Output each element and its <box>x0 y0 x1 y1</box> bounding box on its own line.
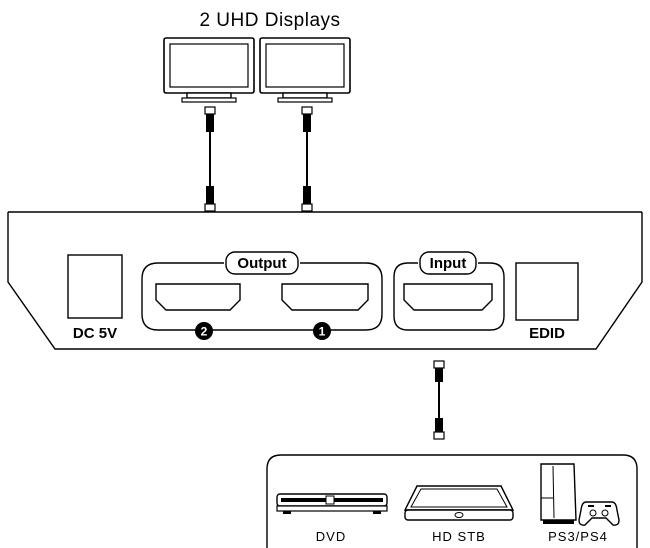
source-devices-panel <box>266 454 638 548</box>
hdmi-output-port-1 <box>281 283 369 311</box>
hdmi-output-port-2 <box>155 283 241 311</box>
set-top-box-icon <box>403 485 515 521</box>
hdmi-cable-output-2-icon <box>204 106 216 212</box>
hdmi-input-port <box>403 283 493 311</box>
dvd-label: DVD <box>316 529 346 544</box>
port-badge-1-number: 1 <box>319 325 326 339</box>
gamepad-icon <box>578 501 620 526</box>
dc-power-jack <box>67 254 123 319</box>
game-console-icon <box>540 463 577 524</box>
splitter-device <box>7 211 643 350</box>
output-label: Output <box>237 255 286 272</box>
port-badge-1 <box>313 322 331 340</box>
edid-switch <box>515 262 579 321</box>
dc-5v-label: DC 5V <box>73 325 117 342</box>
diagram-title: 2 UHD Displays <box>199 10 340 31</box>
hdmi-cable-output-1-icon <box>301 106 313 212</box>
output-port-group <box>141 251 383 340</box>
hd-stb-label: HD STB <box>432 529 486 544</box>
display-1-icon <box>259 37 351 103</box>
hdmi-cable-input-icon <box>433 360 445 440</box>
display-2-icon <box>163 37 255 103</box>
ps3-ps4-label: PS3/PS4 <box>548 529 608 544</box>
dvd-player-icon <box>276 493 388 514</box>
port-badge-2-number: 2 <box>201 325 208 339</box>
port-badge-2 <box>195 322 213 340</box>
input-label: Input <box>430 255 467 272</box>
edid-label: EDID <box>529 325 565 342</box>
input-port-group <box>393 251 505 331</box>
